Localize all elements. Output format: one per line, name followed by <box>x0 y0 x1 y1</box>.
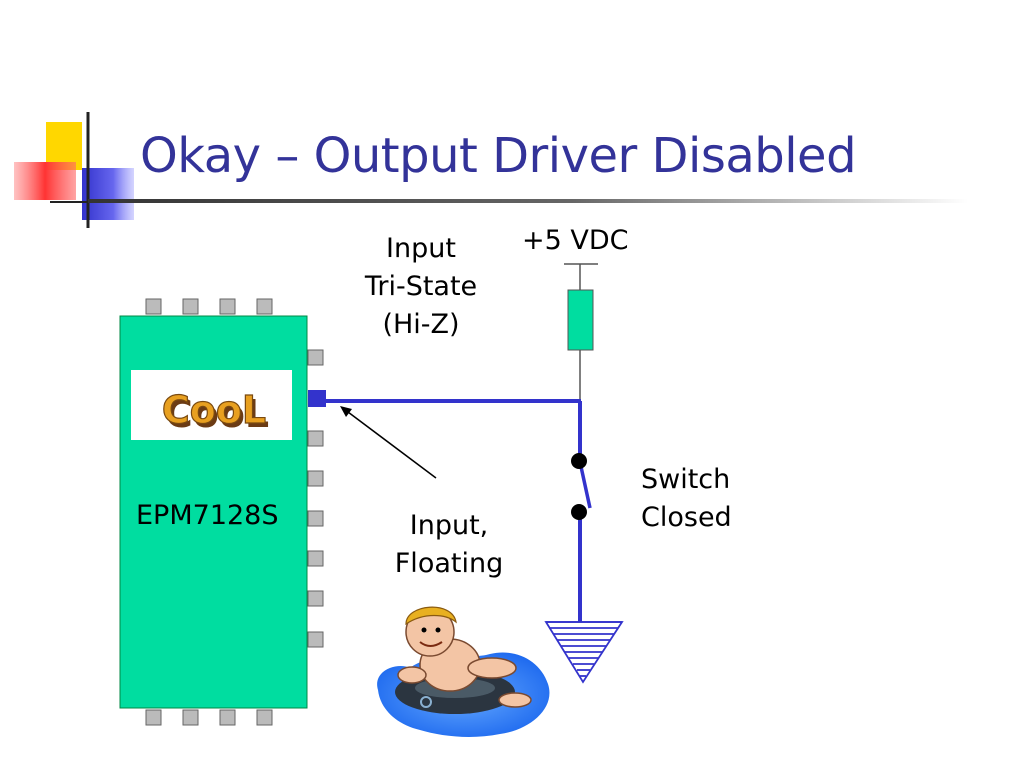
switch-closed <box>571 453 592 520</box>
input-tristate-label: Input Tri-State (Hi-Z) <box>356 230 486 344</box>
switch-label-line: Closed <box>641 502 732 533</box>
floating-swimmer-illustration <box>377 606 550 737</box>
chip-pin-top <box>145 298 162 315</box>
slide-title: Okay – Output Driver Disabled <box>140 128 857 184</box>
cool-logo: CooL CooL <box>131 370 292 440</box>
chip-pin-bottom <box>145 709 162 726</box>
cool-logo-text: CooL <box>162 388 266 432</box>
input-tristate-line: Tri-State <box>364 271 478 302</box>
chip-pin-right <box>307 550 324 567</box>
switch-contact-top <box>571 453 587 469</box>
corner-decoration <box>14 112 134 228</box>
chip-label: EPM7128S <box>136 500 279 531</box>
chip-pin-right <box>307 349 324 366</box>
switch-label: Switch Closed <box>641 461 732 537</box>
chip-pin-top <box>219 298 236 315</box>
input-floating-line: Input, <box>409 510 489 541</box>
switch-contact-bottom <box>571 504 587 520</box>
switch-label-line: Switch <box>641 464 731 495</box>
chip-pin-top <box>182 298 199 315</box>
cool-logo-shadow: CooL <box>165 392 269 436</box>
ground-symbol <box>544 621 624 684</box>
signal-wire <box>326 399 582 622</box>
chip-pin-top <box>256 298 273 315</box>
input-floating-line: Floating <box>394 548 504 579</box>
chip-pin-right <box>307 430 324 447</box>
input-floating-label: Input, Floating <box>384 507 514 583</box>
supply-label: +5 VDC <box>522 225 629 256</box>
chip-pin-right <box>307 590 324 607</box>
chip-pin-bottom <box>256 709 273 726</box>
chip-pin-bottom <box>182 709 199 726</box>
input-tristate-line: Input <box>386 233 456 264</box>
chip-pin-right <box>307 510 324 527</box>
chip-pin-right-active <box>308 390 326 407</box>
input-tristate-line: (Hi-Z) <box>382 309 460 340</box>
chip-pin-right <box>307 470 324 487</box>
pointer-arrow <box>340 406 437 479</box>
title-underline <box>88 199 968 203</box>
chip-pin-bottom <box>219 709 236 726</box>
pullup-resistor <box>567 289 594 351</box>
chip-pin-right <box>307 631 324 648</box>
